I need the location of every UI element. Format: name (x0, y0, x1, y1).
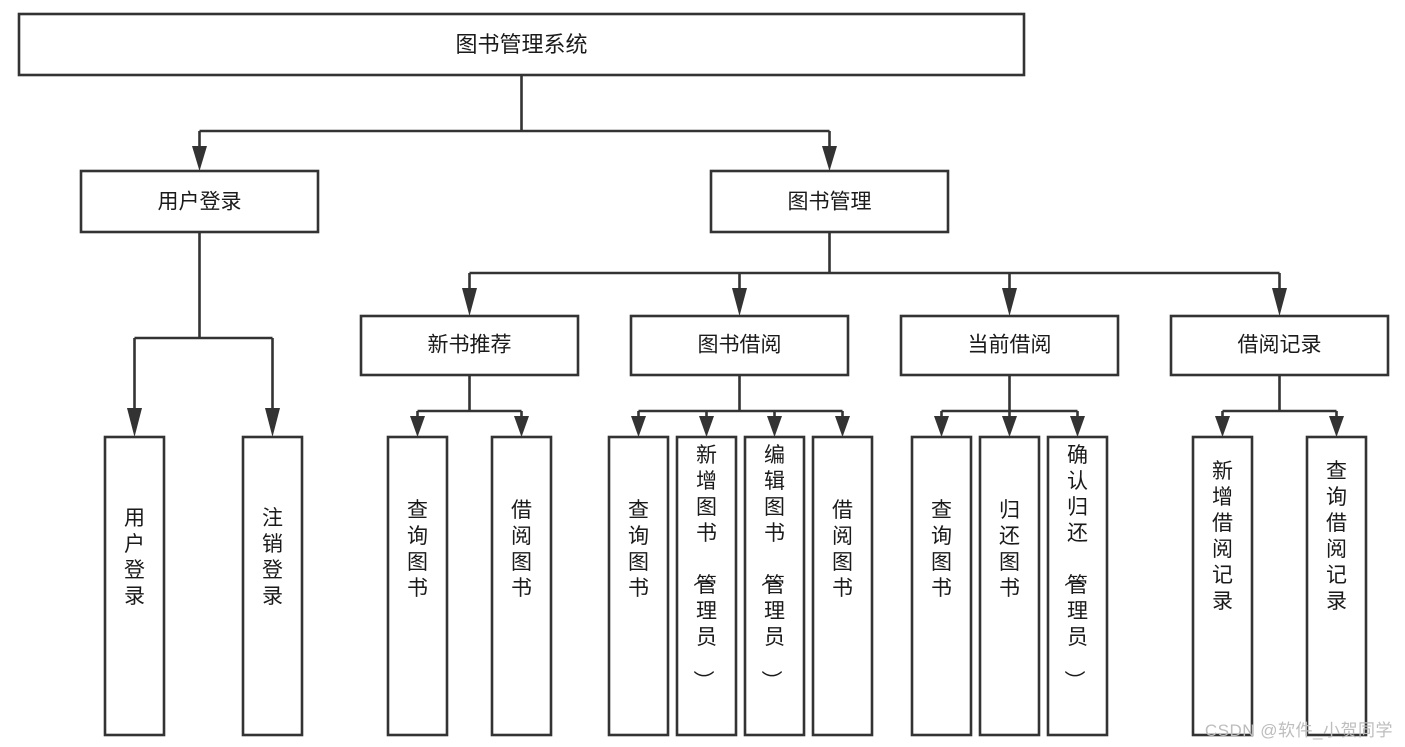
leaf-borrow-book-2-label: 借阅图书 (832, 499, 853, 600)
leaf-query-record-label: 查询借阅记录 (1326, 460, 1347, 613)
leaf-user-login-box[interactable] (103, 435, 166, 737)
arrow-head-leaf-query-book-3 (934, 416, 949, 437)
node-user-login-label: 用户登录 (158, 191, 242, 214)
leaf-query-book-2-label: 查询图书 (628, 499, 649, 600)
leaf-labels-layer: 用户登录 注销登录 查询图书 借阅图书 查询图书 新增图书（管理员） 编辑图书（… (124, 444, 1347, 691)
arrow-head-leaf-user-login (127, 408, 142, 437)
node-book-manage-box[interactable] (709, 169, 950, 234)
leaf-add-book-box[interactable] (675, 435, 738, 737)
node-borrow-record-label: 借阅记录 (1238, 334, 1322, 357)
leaf-add-record-box[interactable] (1191, 435, 1254, 737)
arrow-head-borrow-record (1272, 288, 1287, 316)
node-book-manage[interactable]: 图书管理 (709, 169, 950, 234)
leaf-user-login-label: 用户登录 (124, 507, 145, 608)
leaf-borrow-book-1-label: 借阅图书 (511, 499, 532, 600)
arrow-head-leaf-query-book-1 (410, 416, 425, 437)
arrow-head-book-manage (822, 146, 837, 171)
node-root[interactable]: 图书管理系统 (17, 12, 1026, 77)
node-user-login[interactable]: 用户登录 (79, 169, 320, 234)
node-root-label: 图书管理系统 (455, 32, 587, 57)
leaf-query-record-box[interactable] (1305, 435, 1368, 737)
arrow-head-leaf-user-logout (265, 408, 280, 437)
leaf-return-book-label: 归还图书 (999, 499, 1020, 600)
node-new-book-rec[interactable]: 新书推荐 (359, 314, 580, 377)
node-book-manage-label: 图书管理 (788, 191, 872, 214)
arrow-head-new-book-rec (462, 288, 477, 316)
leaf-boxes-layer (103, 435, 1368, 737)
leaf-edit-book-box[interactable] (743, 435, 806, 737)
leaf-query-book-3-box[interactable] (910, 435, 973, 737)
arrow-head-user-login (192, 146, 207, 171)
arrow-head-leaf-add-record (1215, 416, 1230, 437)
arrow-head-leaf-edit-book (767, 416, 782, 437)
node-borrow-record[interactable]: 借阅记录 (1169, 314, 1390, 377)
leaf-return-book-box[interactable] (978, 435, 1041, 737)
leaf-confirm-return-box[interactable] (1046, 435, 1109, 737)
arrow-head-leaf-query-record (1329, 416, 1344, 437)
leaf-confirm-return-label: 确认归还（管理员） (1062, 444, 1088, 691)
leaf-query-book-1-label: 查询图书 (407, 499, 428, 600)
node-root-box[interactable] (17, 12, 1026, 77)
node-user-login-box[interactable] (79, 169, 320, 234)
leaf-user-logout-label: 注销登录 (262, 507, 283, 608)
node-current-borrow-box[interactable] (899, 314, 1120, 377)
leaf-add-record-label: 新增借阅记录 (1212, 460, 1233, 613)
node-new-book-rec-label: 新书推荐 (428, 334, 512, 357)
arrow-head-leaf-return-book (1002, 416, 1017, 437)
arrow-head-current-borrow (1002, 288, 1017, 316)
leaf-add-book-label: 新增图书（管理员） (691, 444, 717, 691)
node-new-book-rec-box[interactable] (359, 314, 580, 377)
arrow-head-leaf-confirm-return (1070, 416, 1085, 437)
leaf-query-book-3-label: 查询图书 (931, 499, 952, 600)
leaf-query-book-2-box[interactable] (607, 435, 670, 737)
arrow-head-leaf-borrow-book-1 (514, 416, 529, 437)
node-book-borrow[interactable]: 图书借阅 (629, 314, 850, 377)
node-current-borrow[interactable]: 当前借阅 (899, 314, 1120, 377)
node-current-borrow-label: 当前借阅 (968, 334, 1052, 357)
node-borrow-record-box[interactable] (1169, 314, 1390, 377)
csdn-watermark: CSDN @软件_小贺同学 (1204, 721, 1393, 740)
leaf-borrow-book-2-box[interactable] (811, 435, 874, 737)
node-book-borrow-label: 图书借阅 (698, 334, 782, 357)
arrow-head-leaf-borrow-book-2 (835, 416, 850, 437)
connector-layer (127, 75, 1344, 437)
leaf-borrow-book-1-box[interactable] (490, 435, 553, 737)
node-book-borrow-box[interactable] (629, 314, 850, 377)
leaf-edit-book-label: 编辑图书（管理员） (759, 444, 785, 691)
arrow-head-leaf-query-book-2 (631, 416, 646, 437)
arrow-head-leaf-add-book (699, 416, 714, 437)
arrow-head-book-borrow (732, 288, 747, 316)
leaf-user-logout-box[interactable] (241, 435, 304, 737)
leaf-query-book-1-box[interactable] (386, 435, 449, 737)
